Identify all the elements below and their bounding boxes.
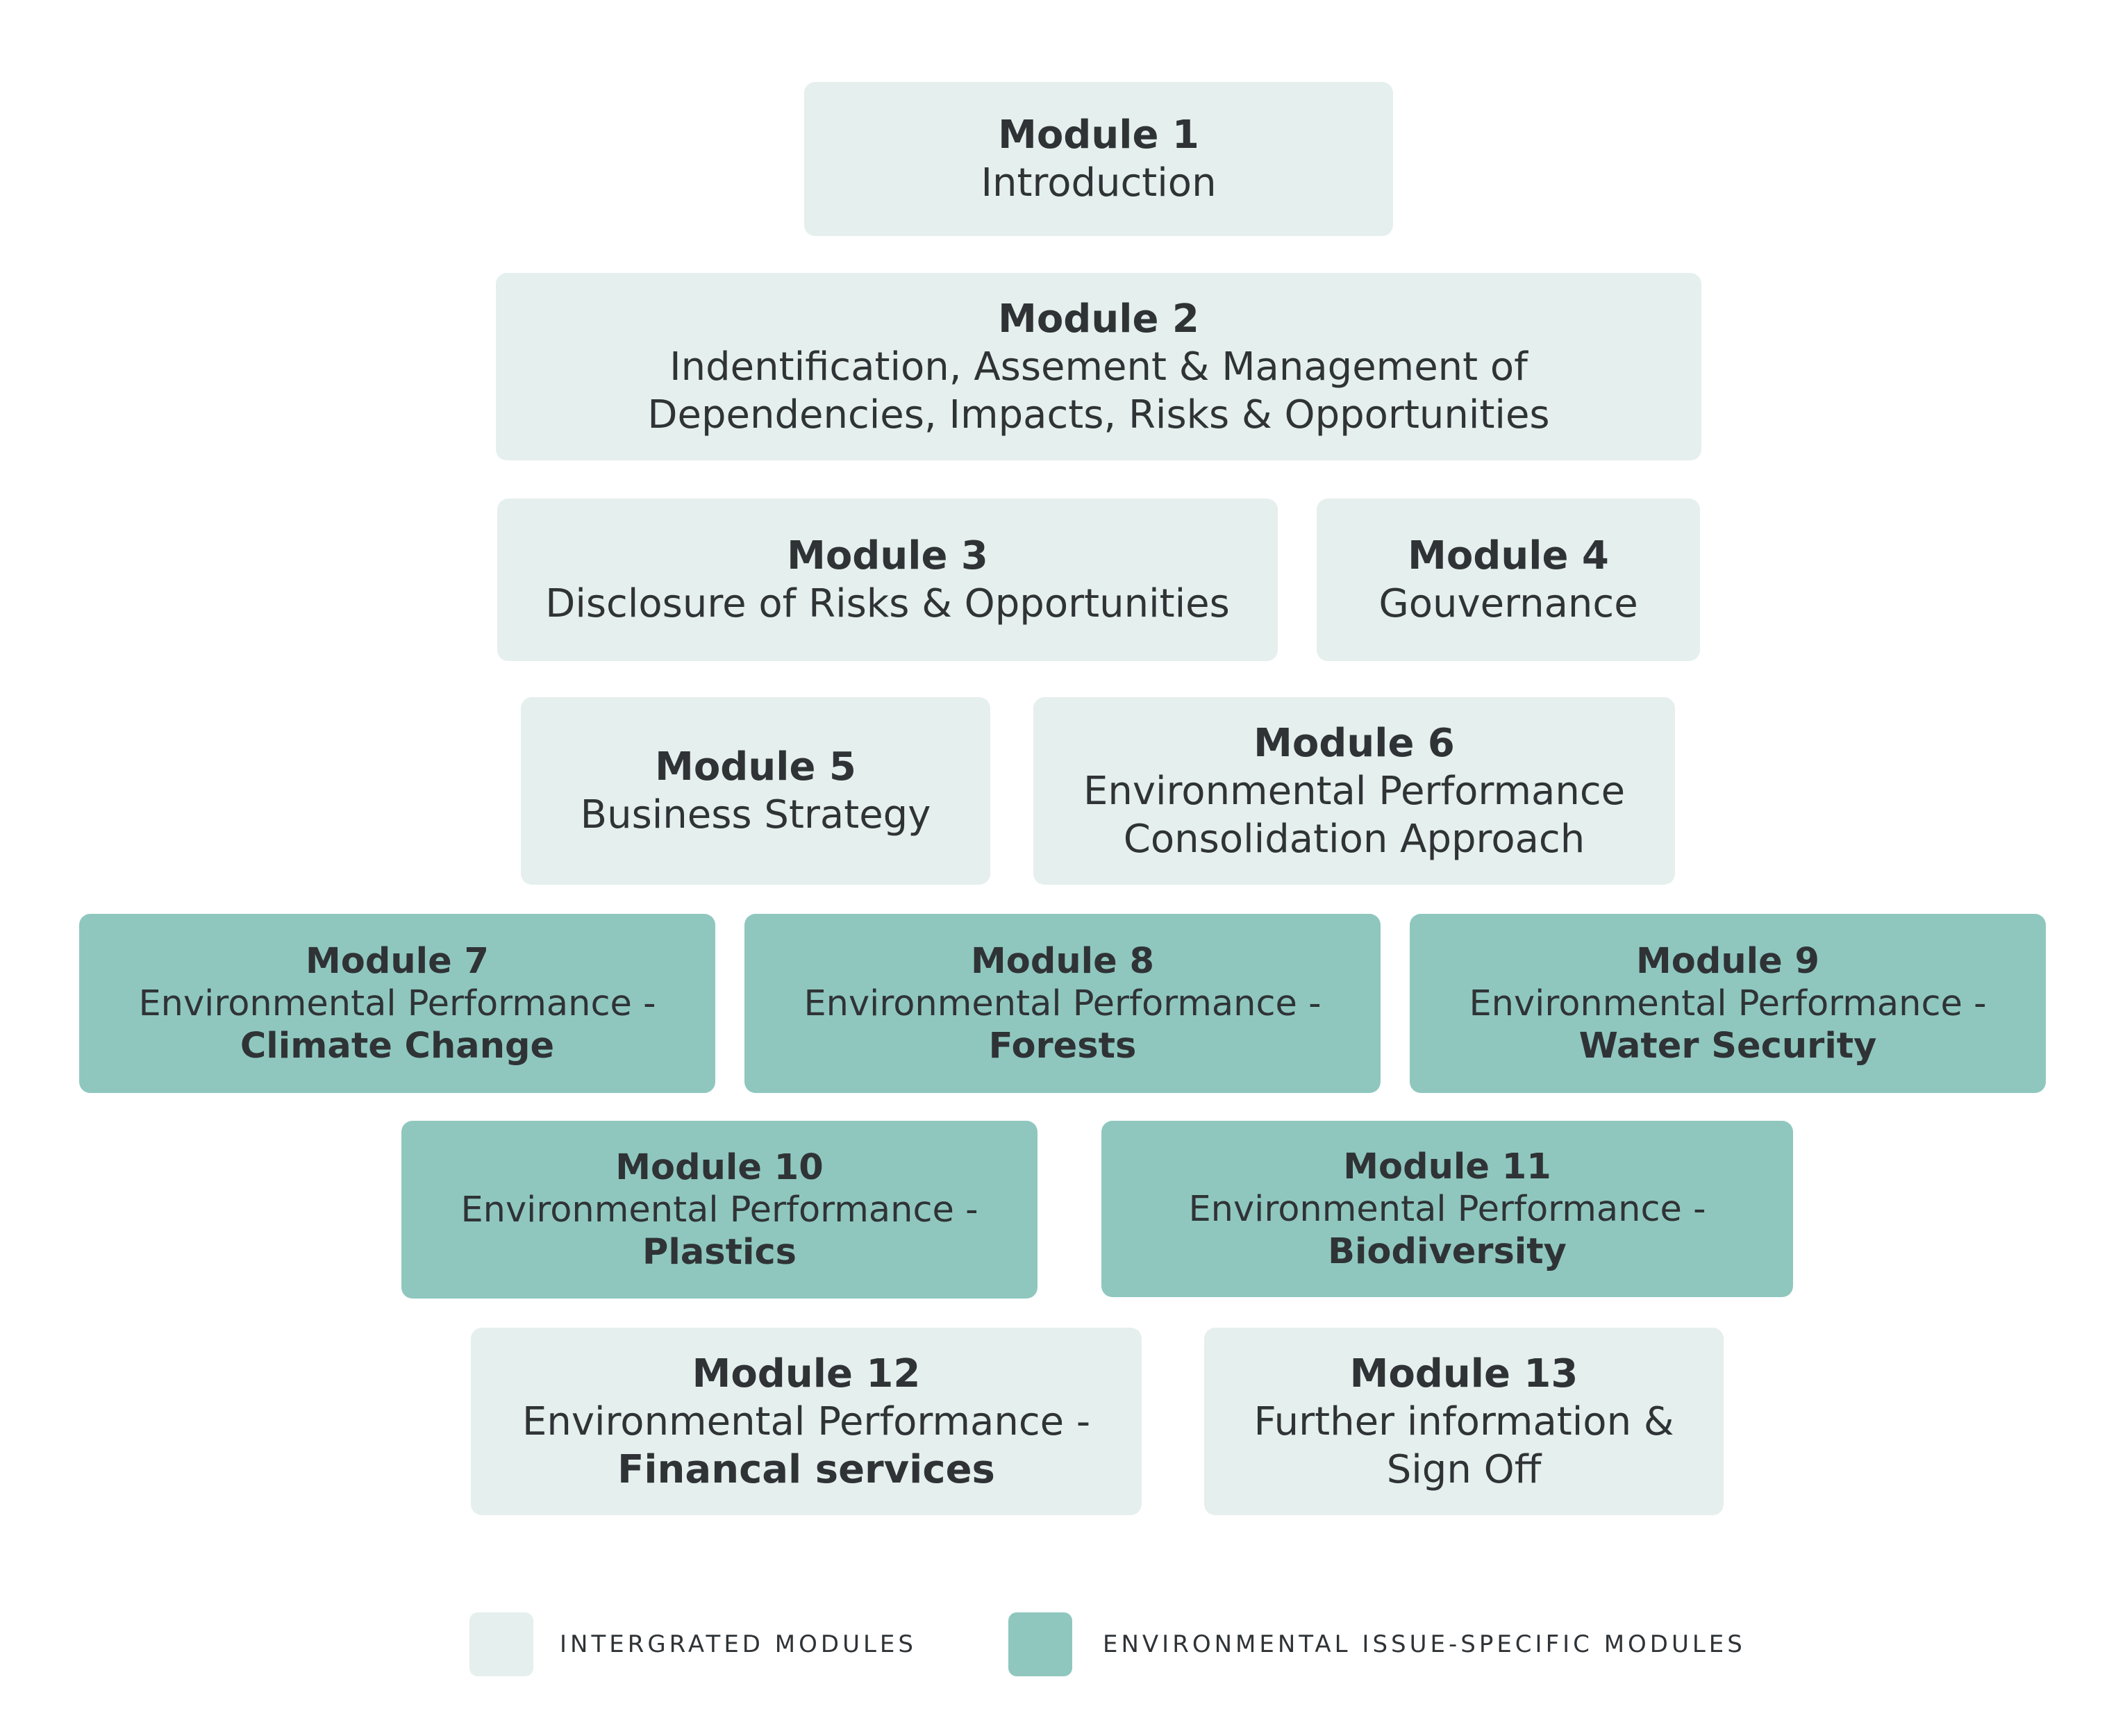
- module-9-box: Module 9 Environmental Performance - Wat…: [1410, 914, 2046, 1093]
- module-12-box: Module 12 Environmental Performance - Fi…: [471, 1328, 1142, 1515]
- module-11-desc: Environmental Performance -: [1188, 1188, 1706, 1230]
- module-10-title: Module 10: [615, 1146, 824, 1188]
- module-9-topic: Water Security: [1578, 1025, 1877, 1067]
- module-13-box: Module 13 Further information & Sign Off: [1204, 1328, 1724, 1515]
- module-7-box: Module 7 Environmental Performance - Cli…: [79, 914, 715, 1093]
- module-2-title: Module 2: [998, 296, 1199, 342]
- legend-label-integrated: INTERGRATED MODULES: [560, 1630, 917, 1658]
- module-11-title: Module 11: [1343, 1146, 1551, 1187]
- legend-swatch-integrated: [469, 1612, 533, 1676]
- module-5-box: Module 5 Business Strategy: [521, 697, 990, 885]
- module-9-title: Module 9: [1636, 940, 1819, 982]
- module-10-desc: Environmental Performance -: [460, 1189, 978, 1230]
- legend-label-specific: ENVIRONMENTAL ISSUE-SPECIFIC MODULES: [1103, 1630, 1746, 1658]
- module-1-desc: Introduction: [981, 160, 1217, 206]
- module-12-desc: Environmental Performance -: [522, 1399, 1091, 1444]
- module-10-topic: Plastics: [642, 1231, 797, 1273]
- module-13-desc: Further information & Sign Off: [1253, 1399, 1674, 1492]
- module-8-title: Module 8: [971, 940, 1154, 982]
- module-1-box: Module 1 Introduction: [804, 82, 1393, 236]
- module-12-title: Module 12: [692, 1351, 921, 1396]
- module-3-box: Module 3 Disclosure of Risks & Opportuni…: [497, 499, 1278, 661]
- module-6-desc: Environmental Performance Consolidation …: [1083, 768, 1626, 862]
- module-13-title: Module 13: [1349, 1351, 1578, 1396]
- module-1-title: Module 1: [998, 112, 1199, 158]
- module-9-desc: Environmental Performance -: [1469, 983, 1987, 1024]
- module-2-box: Module 2 Indentification, Assement & Man…: [496, 273, 1701, 460]
- module-8-box: Module 8 Environmental Performance - For…: [744, 914, 1381, 1093]
- module-6-title: Module 6: [1253, 720, 1455, 766]
- module-5-title: Module 5: [655, 744, 856, 790]
- module-2-desc: Indentification, Assement & Management o…: [647, 344, 1550, 437]
- module-6-box: Module 6 Environmental Performance Conso…: [1033, 697, 1675, 885]
- module-3-desc: Disclosure of Risks & Opportunities: [545, 581, 1230, 626]
- module-8-desc: Environmental Performance -: [803, 983, 1322, 1024]
- module-4-box: Module 4 Gouvernance: [1317, 499, 1700, 661]
- module-7-topic: Climate Change: [240, 1025, 555, 1067]
- module-7-title: Module 7: [306, 940, 489, 982]
- module-7-desc: Environmental Performance -: [138, 983, 656, 1024]
- module-3-title: Module 3: [787, 533, 988, 578]
- module-11-topic: Biodiversity: [1328, 1230, 1567, 1272]
- module-5-desc: Business Strategy: [580, 792, 931, 837]
- module-4-desc: Gouvernance: [1378, 581, 1638, 626]
- legend-swatch-specific: [1008, 1612, 1072, 1676]
- module-8-topic: Forests: [988, 1025, 1137, 1067]
- module-11-box: Module 11 Environmental Performance - Bi…: [1101, 1121, 1793, 1297]
- module-10-box: Module 10 Environmental Performance - Pl…: [401, 1121, 1038, 1299]
- module-12-topic: Financal services: [617, 1446, 995, 1492]
- module-4-title: Module 4: [1408, 533, 1609, 578]
